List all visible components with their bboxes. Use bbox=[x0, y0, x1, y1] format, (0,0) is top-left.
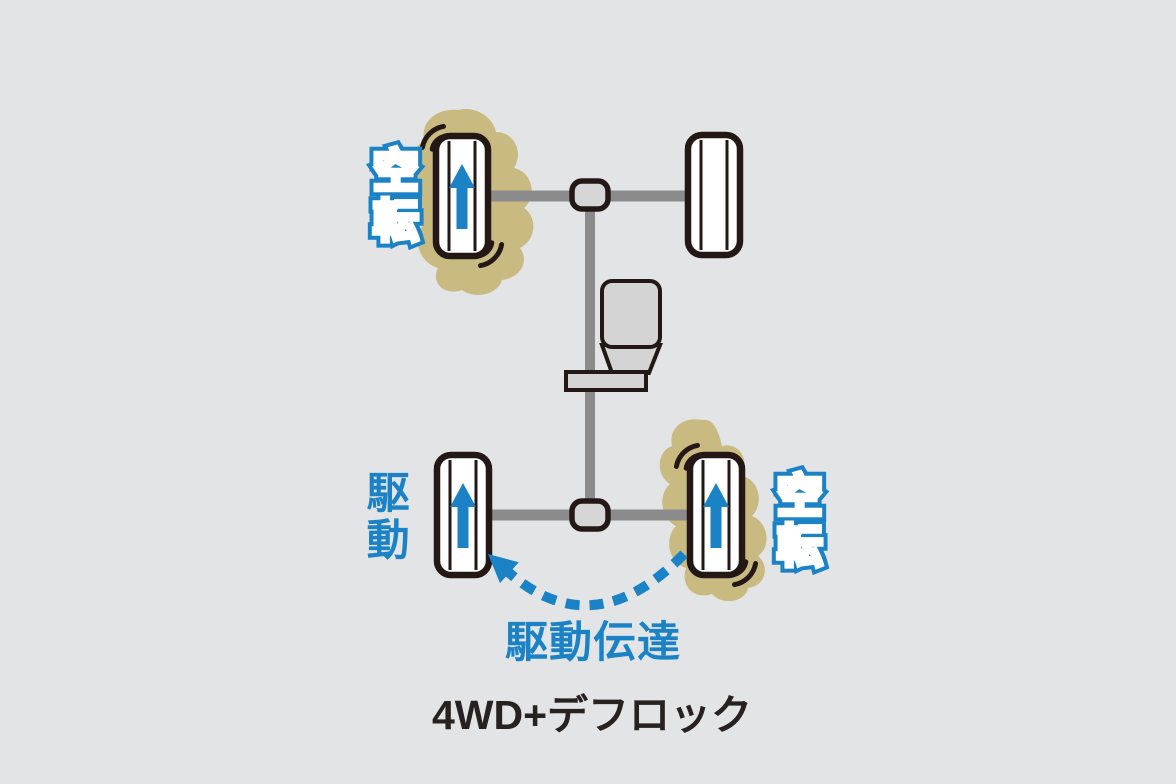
label-outline-layer: 空転 bbox=[764, 466, 828, 579]
label-text: 空転 bbox=[366, 147, 418, 247]
wheel-front-right bbox=[684, 131, 744, 259]
rotation-arrow-rear-left-icon bbox=[450, 483, 476, 548]
bell-housing bbox=[599, 343, 663, 375]
rotation-arrow-front-left-icon bbox=[449, 164, 475, 229]
wheel-rear-right bbox=[686, 451, 746, 579]
driveshaft bbox=[585, 195, 595, 515]
slip-marks-front-left-icon bbox=[419, 123, 505, 269]
power-transfer-path bbox=[502, 550, 688, 611]
rotation-arrow-rear-right-icon bbox=[703, 483, 729, 548]
engine-block bbox=[564, 279, 663, 392]
label-power-transfer: 駆動伝達 bbox=[505, 619, 681, 667]
diagram-title: 4WD+デフロック bbox=[431, 692, 753, 738]
rear-differential bbox=[569, 498, 611, 532]
label-text: 空転 bbox=[770, 472, 822, 572]
transfer-case-bar bbox=[564, 370, 648, 392]
power-transfer-arrowhead bbox=[488, 554, 519, 584]
power-transfer-arrow-icon bbox=[488, 550, 688, 611]
slip-marks-rear-right-icon bbox=[673, 442, 759, 588]
engine-body bbox=[600, 279, 662, 349]
wheel-front-left bbox=[432, 132, 492, 260]
front-differential bbox=[569, 178, 611, 212]
label-white-layer: 空転 bbox=[364, 145, 420, 250]
label-white-layer: 空転 bbox=[768, 470, 824, 575]
label-rear-left-drive: 駆動 bbox=[360, 470, 409, 564]
label-outline-layer: 空転 bbox=[360, 141, 424, 254]
